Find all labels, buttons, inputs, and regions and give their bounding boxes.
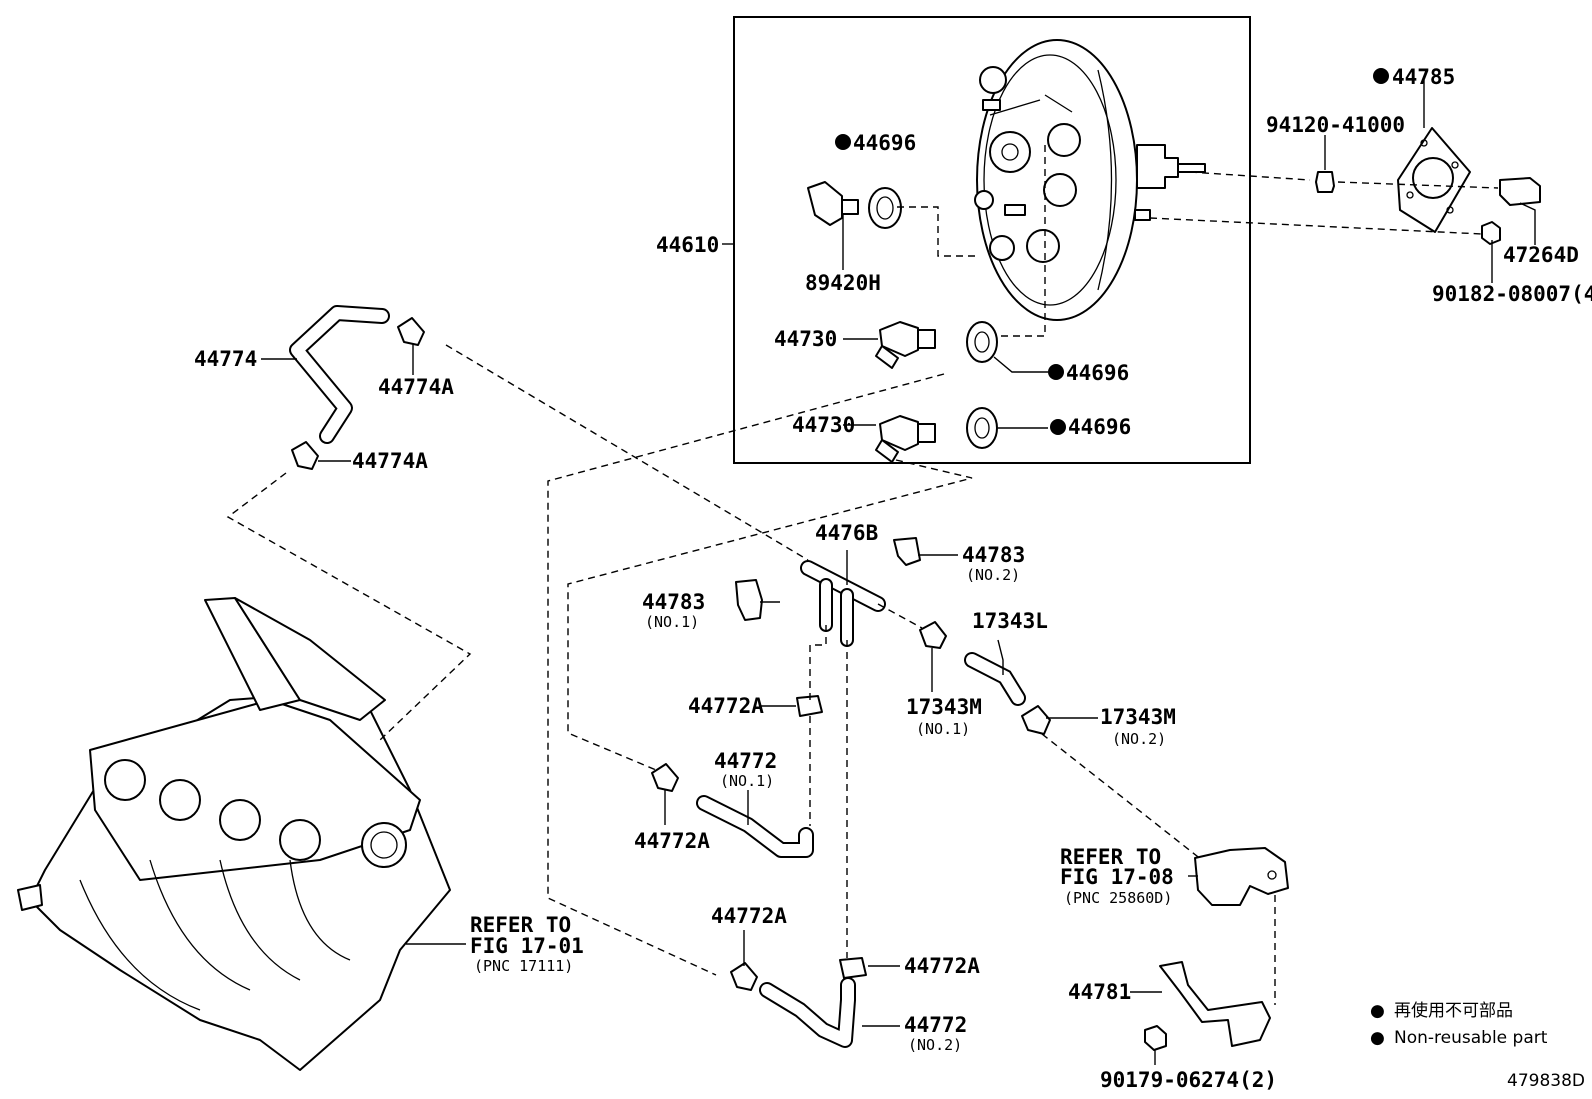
non-reusable-markers: [835, 68, 1389, 435]
label-44696-bottom: 44696: [1068, 415, 1131, 439]
label-44772a-lower-left: 44772A: [711, 904, 787, 928]
clip-44772a-lower-left[interactable]: [730, 962, 758, 991]
non-reusable-dot: [1050, 419, 1066, 435]
label-94120-41000: 94120-41000: [1266, 113, 1405, 137]
clamp-44783-no1[interactable]: [735, 579, 763, 621]
intake-manifold[interactable]: [17, 597, 451, 1071]
reference-fig-17-01[interactable]: REFER TO FIG 17-01 (PNC 17111): [470, 913, 584, 975]
label-17343m-no2: 17343M: [1100, 705, 1176, 729]
label-44610: 44610: [656, 233, 719, 257]
vsv-solenoid-25860d[interactable]: [1194, 847, 1289, 906]
clamp-44783-no2[interactable]: [893, 537, 921, 566]
spacer-94120-41000[interactable]: [1315, 171, 1335, 193]
clip-44774a-top[interactable]: [397, 317, 425, 346]
reference-17-08-line1: REFER TO: [1060, 845, 1161, 869]
hose-44774[interactable]: [289, 305, 390, 444]
label-44772-no1: 44772: [714, 749, 777, 773]
label-44783-no2: 44783: [962, 543, 1025, 567]
grommet-44696-middle[interactable]: [966, 321, 998, 363]
label-17343m-no2-sub: (NO.2): [1112, 730, 1166, 748]
bolt-90179-06274[interactable]: [1144, 1025, 1167, 1051]
clip-44772a-upper[interactable]: [796, 695, 823, 717]
label-44783-no1-sub: (NO.1): [645, 613, 699, 631]
label-44696-top: 44696: [853, 131, 916, 155]
legend-symbol-en: ●: [1370, 1028, 1385, 1048]
label-44783-no2-sub: (NO.2): [966, 566, 1020, 584]
reference-17-08-line3: (PNC 25860D): [1064, 889, 1172, 907]
label-89420h: 89420H: [805, 271, 881, 295]
reference-17-08-line2: FIG 17-08: [1060, 865, 1174, 889]
label-44781: 44781: [1068, 980, 1131, 1004]
label-44772a-lower-right: 44772A: [904, 954, 980, 978]
label-47264d: 47264D: [1503, 243, 1579, 267]
legend-symbol-jp: ●: [1370, 1001, 1385, 1021]
legend-text-jp: 再使用不可部品: [1394, 1000, 1513, 1021]
nut-90182-08007[interactable]: [1481, 221, 1501, 245]
leader-lines: [261, 80, 1536, 1065]
label-44730-lower: 44730: [792, 413, 855, 437]
reference-fig-17-08[interactable]: REFER TO FIG 17-08 (PNC 25860D): [1060, 845, 1174, 907]
non-reusable-dot: [1373, 68, 1389, 84]
label-44772-no1-sub: (NO.1): [720, 772, 774, 790]
label-44696-middle: 44696: [1066, 361, 1129, 385]
label-44772-no2-sub: (NO.2): [908, 1036, 962, 1054]
label-90179-06274: 90179-06274(2): [1100, 1068, 1277, 1092]
hose-44772-no1[interactable]: [696, 795, 814, 858]
label-90182-08007: 90182-08007(4): [1432, 282, 1592, 306]
brake-booster[interactable]: [974, 39, 1206, 321]
bracket-44781[interactable]: [1159, 961, 1271, 1047]
reference-17-01-line1: REFER TO: [470, 913, 571, 937]
clevis-47264d[interactable]: [1499, 177, 1541, 206]
legend-text-en: Non-reusable part: [1394, 1028, 1548, 1048]
gasket-44785[interactable]: [1397, 127, 1471, 233]
label-44774a-top: 44774A: [378, 375, 454, 399]
tee-connector-4476b[interactable]: [800, 560, 886, 647]
non-reusable-dot: [835, 134, 851, 150]
hose-17343l[interactable]: [964, 652, 1026, 706]
check-valve-44730-lower[interactable]: [875, 415, 936, 463]
reference-17-01-line3: (PNC 17111): [474, 957, 573, 975]
non-reusable-dot: [1048, 364, 1064, 380]
clip-44772a-lower-right[interactable]: [839, 957, 867, 979]
clip-44774a-bottom[interactable]: [291, 441, 319, 470]
label-44772a-left: 44772A: [634, 829, 710, 853]
check-valve-44730-upper[interactable]: [875, 321, 936, 369]
label-4476b: 4476B: [815, 521, 878, 545]
hose-44772-no2[interactable]: [759, 977, 856, 1048]
booster-assembly-frame: [733, 16, 1251, 464]
connection-lines: [226, 145, 1499, 1005]
figure-id: 479838D: [1507, 1071, 1585, 1091]
label-44772-no2: 44772: [904, 1013, 967, 1037]
clip-44772a-left[interactable]: [651, 763, 679, 792]
vacuum-sensor-89420h[interactable]: [807, 181, 859, 226]
label-44774a-bottom: 44774A: [352, 449, 428, 473]
label-44785: 44785: [1392, 65, 1455, 89]
label-17343m-no1-sub: (NO.1): [916, 720, 970, 738]
grommet-44696-bottom[interactable]: [966, 407, 998, 449]
reference-17-01-line2: FIG 17-01: [470, 934, 584, 958]
label-17343l: 17343L: [972, 609, 1048, 633]
label-44774: 44774: [194, 347, 257, 371]
grommet-44696-top[interactable]: [868, 187, 902, 229]
label-44783-no1: 44783: [642, 590, 705, 614]
label-44730-upper: 44730: [774, 327, 837, 351]
label-17343m-no1: 17343M: [906, 695, 982, 719]
legend: ● 再使用不可部品 ● Non-reusable part: [1370, 1000, 1548, 1048]
clip-17343m-no2[interactable]: [1021, 705, 1051, 735]
label-44772a-upper: 44772A: [688, 694, 764, 718]
clip-17343m-no1[interactable]: [919, 621, 947, 649]
